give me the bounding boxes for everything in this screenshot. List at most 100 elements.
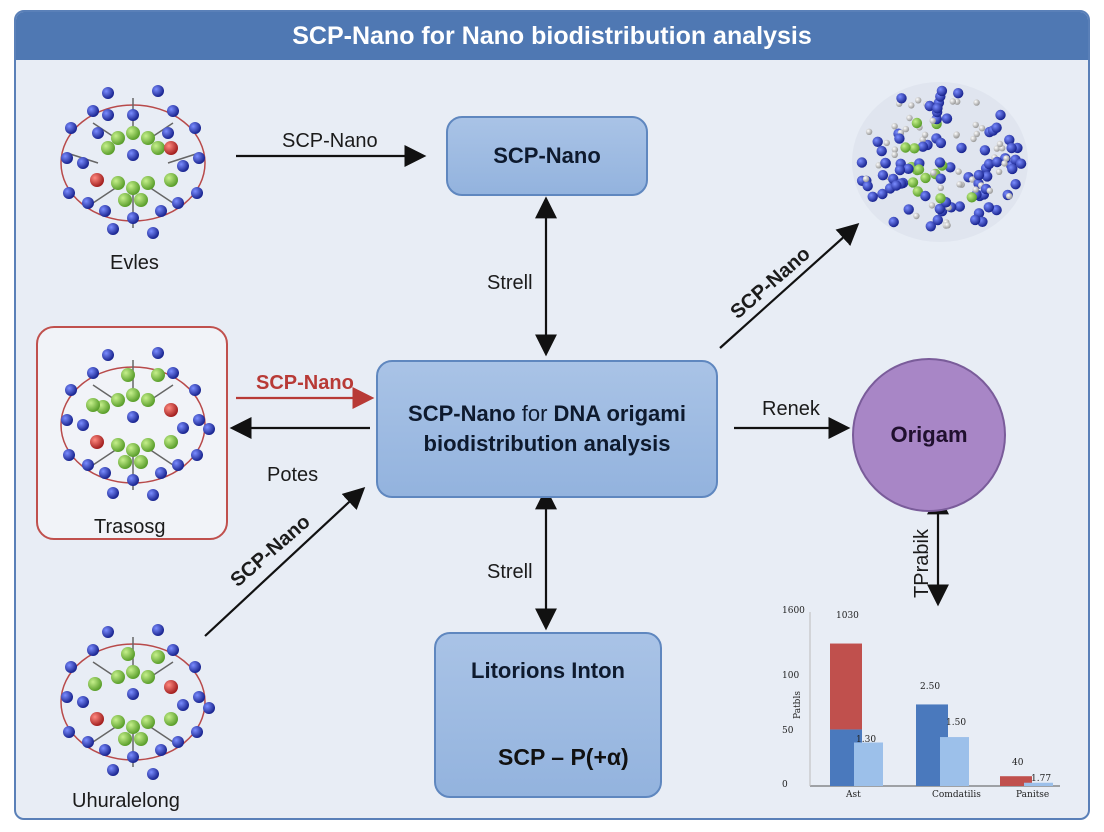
nanoparticle-atom [928, 202, 936, 209]
nanoparticle-atom [944, 222, 951, 229]
nanoparticle-atom [992, 156, 1003, 168]
molecule-bottom-left [60, 624, 215, 780]
nanoparticle-atom [995, 168, 1003, 175]
nanoparticle-atom [973, 130, 980, 138]
bar-series2 [1024, 782, 1053, 786]
nanoparticle-atom [894, 164, 906, 176]
nanoparticle-atom [920, 190, 931, 202]
nanoparticle-atom [973, 99, 980, 106]
nanoparticle-atom [896, 93, 907, 104]
nanoparticle-atom [932, 214, 943, 226]
nanoparticle-atom [937, 184, 944, 191]
y-tick-label: 0 [782, 780, 788, 790]
data-label: 2.50 [920, 682, 941, 692]
nanoparticle-atom [919, 136, 926, 143]
highlight-frame [36, 326, 228, 540]
nanoparticle-atom [908, 102, 915, 109]
nanoparticle-atom [1007, 163, 1018, 175]
nanoparticle-atom [934, 157, 946, 168]
box-bottom-title: Litorions Inton [471, 658, 625, 683]
data-label: 1030 [836, 611, 859, 621]
data-label: 40 [1012, 758, 1024, 768]
molecule-label-top-left: Evles [110, 252, 159, 274]
bar-series2 [940, 737, 969, 786]
bar-chart [809, 612, 1060, 787]
arrow-label-red: SCP-Nano [256, 372, 354, 394]
nanoparticle-atom [877, 188, 888, 200]
nanoparticle-atom [862, 175, 870, 183]
box-center-word-c: DNA origami [553, 401, 686, 427]
box-center-line2: biodistribution analysis [423, 431, 671, 456]
nanoparticle-atom [894, 133, 905, 144]
nanoparticle-atom [993, 145, 1001, 152]
arrow-label-top-left: SCP-Nano [282, 130, 378, 152]
nanoparticle-atom [1006, 142, 1017, 154]
nanoparticle-atom [856, 157, 868, 168]
nanoparticle-atom [1010, 179, 1021, 190]
box-center: SCP-Nano for DNA origami biodistribution… [376, 360, 718, 498]
nanoparticle-atom [925, 221, 936, 232]
nanoparticle-atom [872, 136, 883, 147]
nanoparticle-atom [891, 123, 898, 130]
box-center-line1: SCP-Nano for DNA origami [408, 399, 686, 429]
nanoparticle-atom [966, 192, 977, 203]
y-tick-label: 100 [782, 671, 800, 682]
nanoparticle-atom [915, 97, 922, 104]
nanoparticle-atom [953, 131, 960, 138]
nanoparticle-atom [956, 181, 963, 188]
nanoparticle-atom [865, 128, 873, 135]
bar-series2 [854, 742, 883, 786]
nanoparticle-atom [986, 187, 993, 194]
nanoparticle-atom [956, 142, 967, 154]
nanoparticle-atom [949, 98, 956, 105]
arrow-label-strell-top: Strell [487, 272, 533, 294]
nanoparticle-atom [909, 143, 920, 154]
box-scp-nano-top: SCP-Nano [446, 116, 648, 196]
nanoparticle-atom [883, 139, 890, 147]
arrow-label-renek: Renek [762, 398, 820, 420]
title-bar: SCP-Nano for Nano biodistribution analys… [16, 12, 1088, 60]
nanoparticle-atom [917, 141, 929, 152]
nanoparticle-atom [982, 171, 993, 182]
nanoparticle-atom [932, 103, 943, 114]
nanoparticle-atom [954, 201, 965, 212]
nanoparticle-atom [876, 145, 887, 157]
nanoparticle-atom [935, 137, 947, 149]
nanoparticle-atom [891, 180, 902, 191]
nanoparticle-atom [913, 212, 920, 220]
nanoparticle-atom [877, 170, 889, 181]
x-tick-label: Comdatilis [932, 790, 981, 800]
molecule-label-bottom-left: Uhuralelong [72, 790, 180, 812]
nanoparticle-atom [1003, 155, 1010, 162]
nanoparticle-atom [912, 186, 923, 197]
nanoparticle-atom [969, 176, 976, 183]
nanoparticle-atom [906, 114, 913, 122]
nanoparticle-atom [920, 172, 931, 184]
nanoparticle-atom [913, 164, 925, 175]
origami-circle: Origam [852, 358, 1006, 512]
nanoparticle-atom [900, 142, 911, 153]
data-label: 1.77 [1031, 774, 1052, 784]
box-center-word-b: for [515, 401, 554, 427]
nanoparticle-atom [903, 163, 914, 174]
nanoparticle-atom [862, 180, 873, 192]
nanoparticle-atom [867, 191, 878, 202]
nanoparticle-atom [902, 125, 910, 133]
nanoparticle-atom [991, 204, 1002, 216]
nanoparticle-atom [983, 202, 994, 213]
nanoparticle-atom [1001, 160, 1008, 167]
bar-series1 [830, 643, 862, 730]
nanoparticle-atom [955, 168, 962, 175]
nanoparticle-atom [991, 122, 1002, 133]
arrow-diag-top-right [719, 223, 860, 349]
nanoparticle-atom [1015, 158, 1027, 169]
nanoparticle-atom [972, 121, 979, 129]
nanoparticle-atom [880, 157, 891, 169]
nanoparticle-atom [907, 177, 919, 188]
nanoparticle-atom [935, 173, 946, 184]
bar-series1 [1000, 776, 1032, 786]
data-label: 1.30 [856, 735, 877, 745]
x-tick-label: Panitse [1016, 790, 1050, 800]
nanoparticle-atom [936, 85, 948, 97]
